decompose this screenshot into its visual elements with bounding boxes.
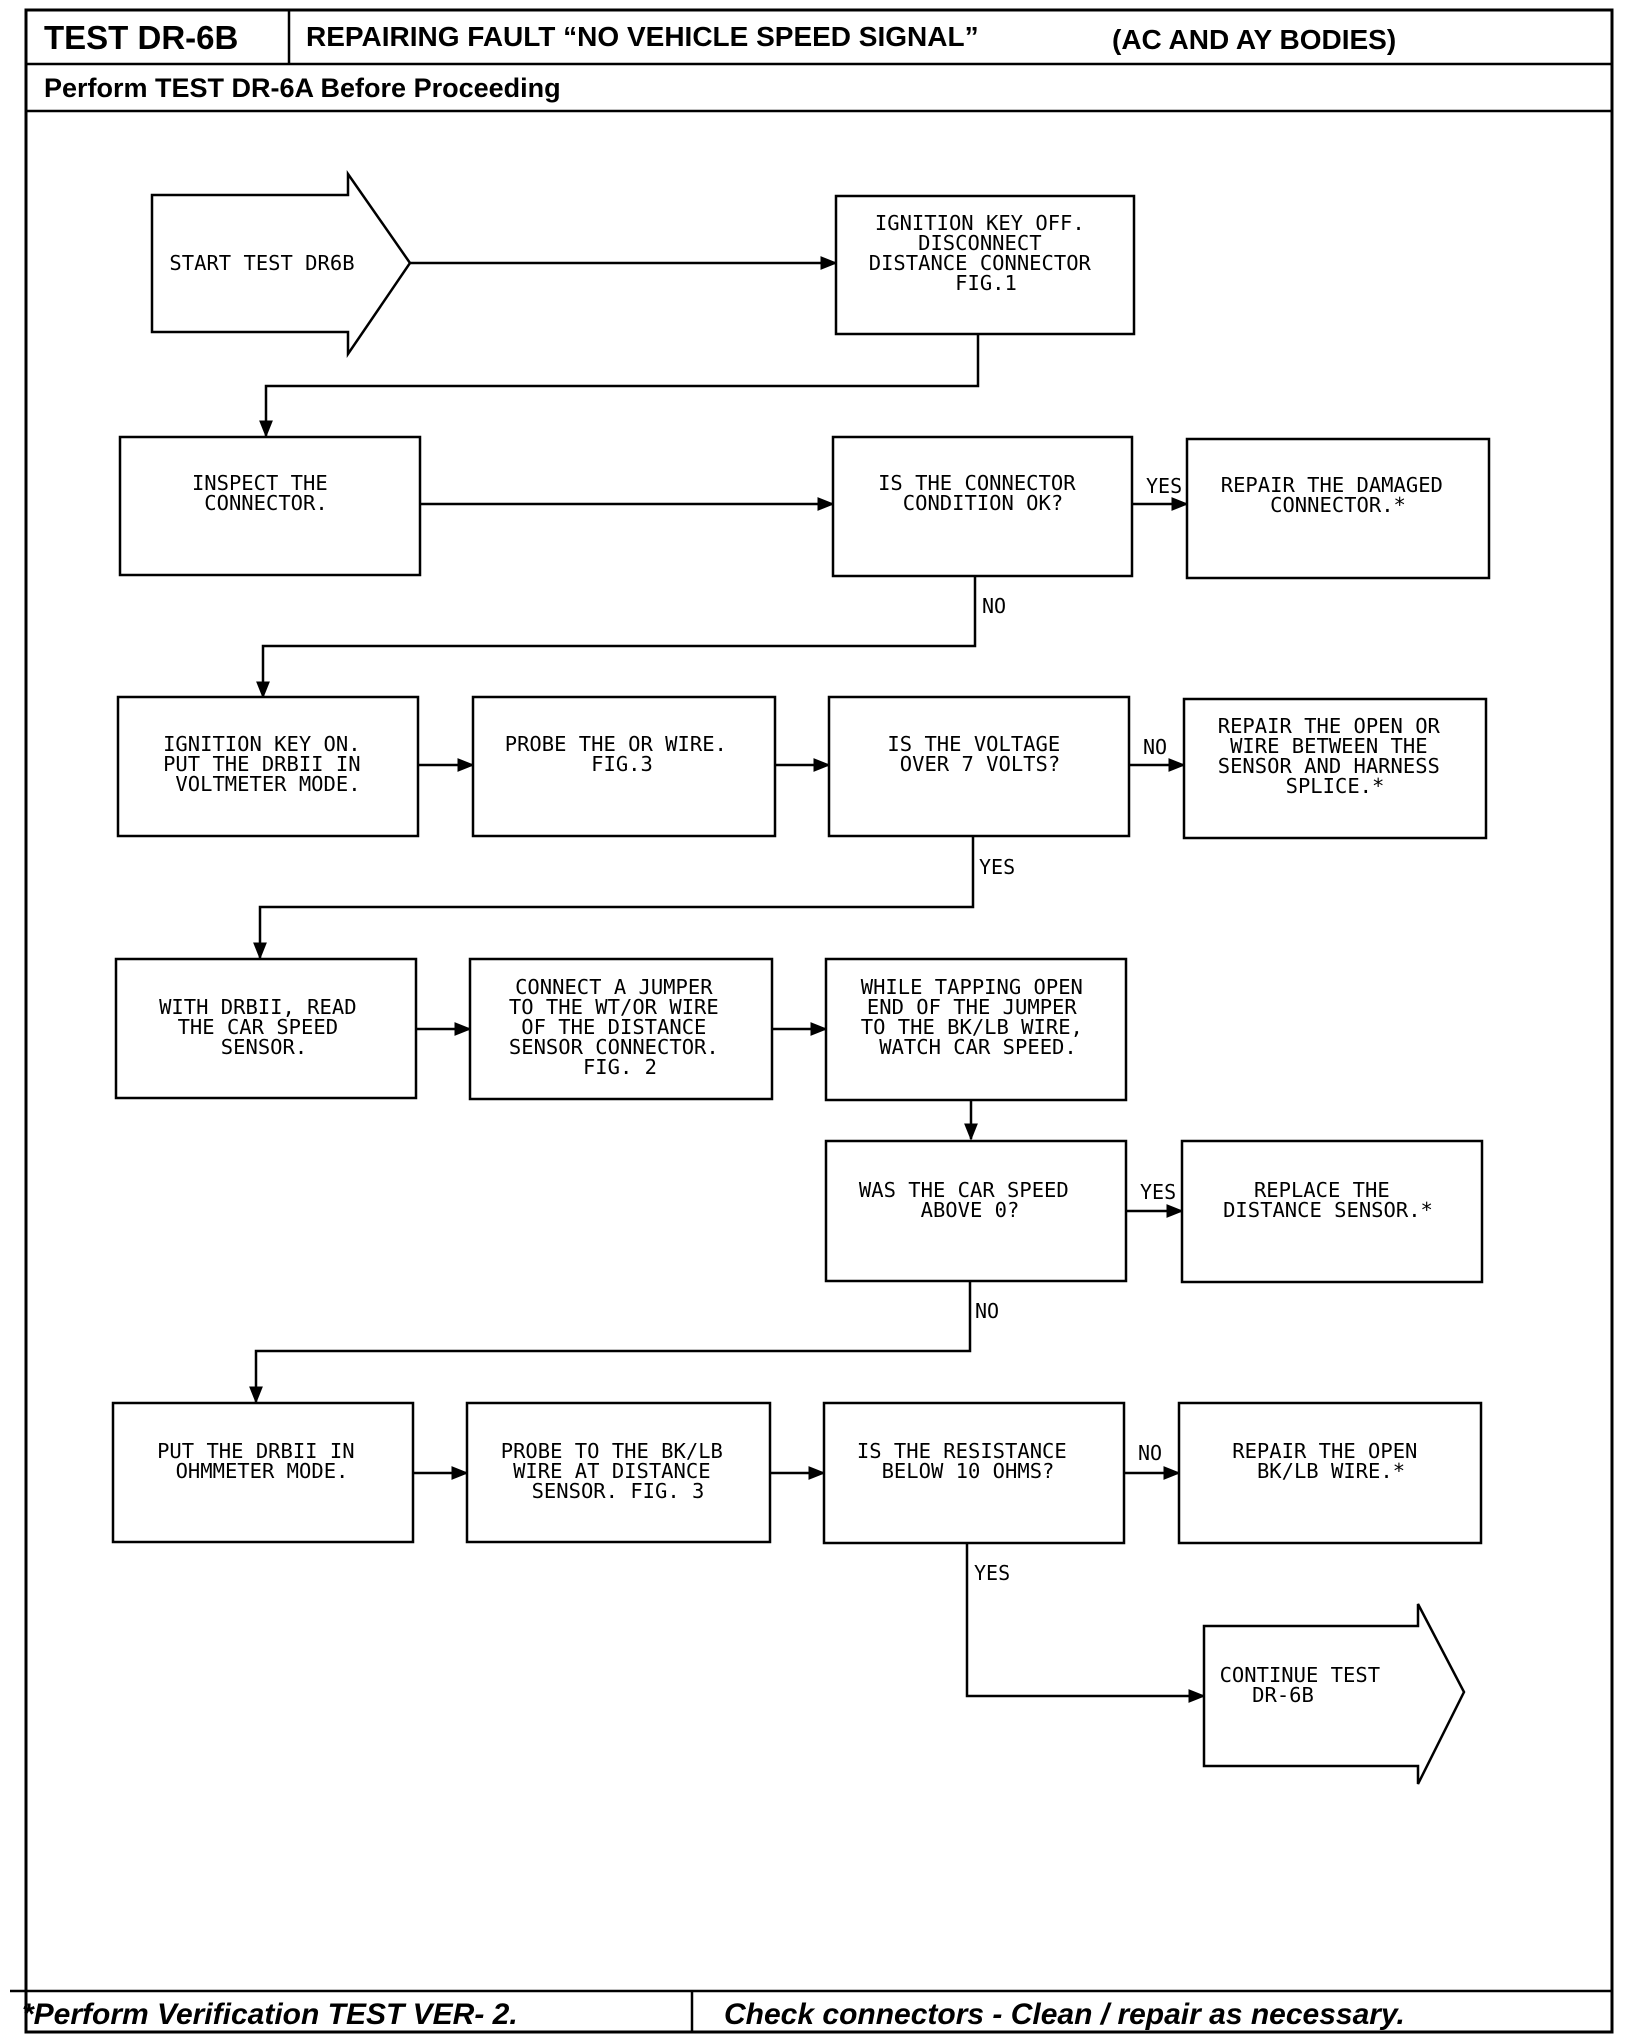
replace-sensor-box xyxy=(1180,1139,1484,1284)
probe-or-box xyxy=(471,695,777,838)
disconnect-label: IGNITION KEY OFF. DISCONNECT DISTANCE CO… xyxy=(869,211,1104,295)
verification-note: *Perform Verification TEST VER- 2. xyxy=(22,1998,518,2031)
replace-sensor-label: REPLACE THE DISTANCE SENSOR.* xyxy=(1223,1178,1433,1222)
speed-no-label: NO xyxy=(975,1299,999,1323)
connectors-note: Check connectors - Clean / repair as nec… xyxy=(724,1998,1405,2031)
ohmmeter-label: PUT THE DRBII IN OHMMETER MODE. xyxy=(157,1439,367,1483)
test-id: TEST DR-6B xyxy=(44,19,238,56)
repair-open-bklb-label: REPAIR THE OPEN BK/LB WIRE.* xyxy=(1232,1439,1429,1483)
repair-open-bklb-box xyxy=(1177,1401,1483,1545)
speed-yes-label: YES xyxy=(1140,1180,1176,1204)
edge-disconnect-to-inspect xyxy=(259,334,980,438)
continue-label: CONTINUE TEST DR-6B xyxy=(1220,1663,1393,1707)
voltage-no-label: NO xyxy=(1143,735,1167,759)
edge-connector-ok-no xyxy=(256,576,977,699)
voltage-yes-label: YES xyxy=(979,855,1015,879)
key-on-box xyxy=(116,695,420,838)
repair-open-or-box xyxy=(1182,697,1488,840)
page-title: REPAIRING FAULT “NO VEHICLE SPEED SIGNAL… xyxy=(306,21,979,52)
connector-no-label: NO xyxy=(982,594,1006,618)
jumper-label: CONNECT A JUMPER TO THE WT/OR WIRE OF TH… xyxy=(509,975,731,1079)
read-speed-box xyxy=(114,957,418,1100)
voltage-check-box xyxy=(827,695,1131,838)
tapping-label: WHILE TAPPING OPEN END OF THE JUMPER TO … xyxy=(861,975,1096,1059)
speed-check-box xyxy=(824,1139,1128,1283)
bodies-note: (AC AND AY BODIES) xyxy=(1112,24,1396,55)
key-on-label: IGNITION KEY ON. PUT THE DRBII IN VOLTME… xyxy=(163,732,373,796)
prerequisite-note: Perform TEST DR-6A Before Proceeding xyxy=(44,73,561,103)
start-arrow xyxy=(150,170,412,359)
voltage-check-label: IS THE VOLTAGE OVER 7 VOLTS? xyxy=(887,732,1072,776)
connector-ok-label: IS THE CONNECTOR CONDITION OK? xyxy=(878,471,1088,515)
inspect-box xyxy=(118,435,422,577)
repair-open-or-label: REPAIR THE OPEN OR WIRE BETWEEN THE SENS… xyxy=(1218,714,1453,798)
edge-voltage-yes xyxy=(253,836,975,960)
resistance-check-label: IS THE RESISTANCE BELOW 10 OHMS? xyxy=(857,1439,1079,1483)
disconnect-box xyxy=(834,194,1136,336)
repair-connector-label: REPAIR THE DAMAGED CONNECTOR.* xyxy=(1221,473,1456,517)
resistance-check-box xyxy=(822,1401,1126,1545)
jumper-box xyxy=(468,957,774,1101)
edge-speed-check-no xyxy=(249,1281,972,1404)
page-frame xyxy=(24,8,1614,2034)
continue-arrow xyxy=(1202,1603,1466,1785)
probe-bklb-box xyxy=(465,1401,772,1544)
ohmmeter-box xyxy=(111,1401,415,1544)
resistance-no-label: NO xyxy=(1138,1441,1162,1465)
inspect-label: INSPECT THE CONNECTOR. xyxy=(192,471,340,515)
repair-connector-box xyxy=(1185,437,1491,580)
resistance-yes-label: YES xyxy=(974,1561,1010,1585)
probe-bklb-label: PROBE TO THE BK/LB WIRE AT DISTANCE SENS… xyxy=(501,1439,736,1503)
tapping-box xyxy=(824,957,1128,1102)
start-label: START TEST DR6B xyxy=(169,251,354,275)
connector-ok-box xyxy=(831,435,1134,578)
speed-check-label: WAS THE CAR SPEED ABOVE 0? xyxy=(859,1178,1081,1222)
read-speed-label: WITH DRBII, READ THE CAR SPEED SENSOR. xyxy=(159,995,369,1059)
edge-resistance-yes xyxy=(965,1543,1206,1703)
connector-yes-label: YES xyxy=(1146,474,1182,498)
probe-or-label: PROBE THE OR WIRE. FIG.3 xyxy=(505,732,740,776)
